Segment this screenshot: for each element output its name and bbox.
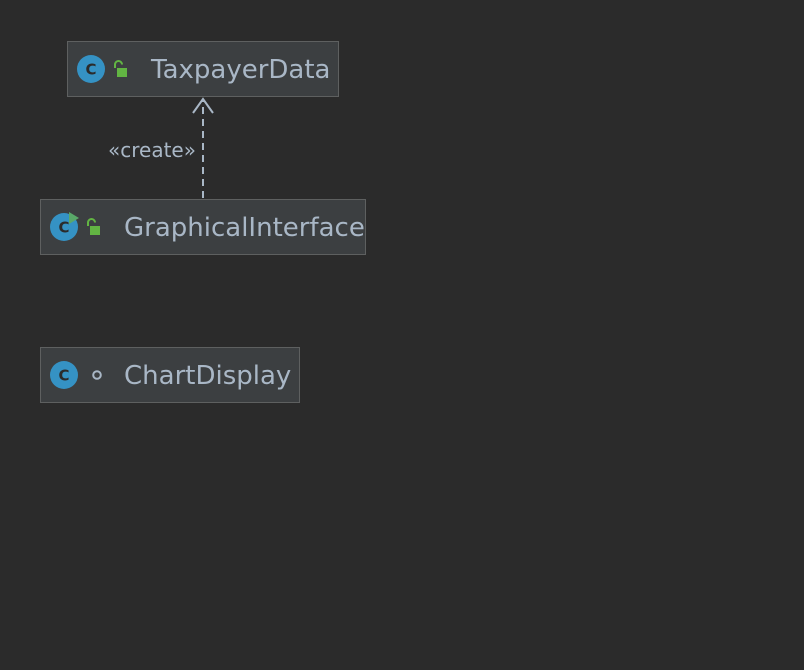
public-open-lock-icon: [87, 218, 100, 235]
class-name: GraphicalInterface: [124, 213, 365, 243]
svg-text:C: C: [85, 61, 96, 79]
edge-label-create: «create»: [108, 138, 196, 162]
class-icon: C: [50, 361, 78, 389]
class-node-graphicalinterface[interactable]: C GraphicalInterface: [40, 199, 366, 255]
class-name: ChartDisplay: [124, 361, 292, 391]
open-arrowhead: [192, 97, 214, 114]
runnable-class-icon: C: [50, 212, 79, 241]
class-node-taxpayerdata[interactable]: C TaxpayerData: [67, 41, 339, 97]
public-open-lock-icon: [114, 60, 127, 77]
class-node-chartdisplay[interactable]: C ChartDisplay: [40, 347, 300, 403]
class-name: TaxpayerData: [151, 55, 331, 85]
svg-text:C: C: [58, 219, 69, 237]
svg-text:C: C: [58, 367, 69, 385]
package-private-circle-icon: [92, 370, 102, 380]
class-icon: C: [77, 55, 105, 83]
